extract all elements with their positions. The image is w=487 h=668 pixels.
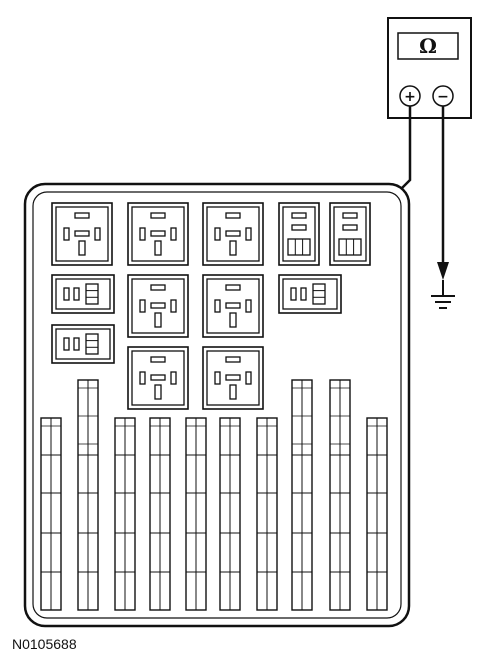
positive-terminal-label: + <box>404 89 416 105</box>
fuse-column-7 <box>256 417 278 611</box>
ohmmeter-display <box>397 32 459 60</box>
ohmmeter: Ω + − <box>387 17 472 119</box>
small-relay-1 <box>51 274 115 314</box>
ohm-symbol: Ω <box>419 34 437 58</box>
fuse-column-group <box>40 379 388 611</box>
fuse-column-1 <box>40 417 62 611</box>
large-relay-group <box>51 202 264 410</box>
large-relay-4 <box>127 274 189 338</box>
small-relay-5 <box>329 202 371 266</box>
fuse-column-5 <box>185 417 207 611</box>
fuse-column-8 <box>291 379 313 611</box>
fuse-column-6 <box>219 417 241 611</box>
negative-lead-arrow <box>437 262 449 280</box>
fuse-column-4 <box>149 417 171 611</box>
fuse-column-3 <box>114 417 136 611</box>
small-relay-group <box>51 202 371 364</box>
large-relay-2 <box>127 202 189 266</box>
fuse-column-10 <box>366 417 388 611</box>
large-relay-3 <box>202 202 264 266</box>
fuse-column-9 <box>329 379 351 611</box>
large-relay-7 <box>202 346 264 410</box>
fuse-column-2 <box>77 379 99 611</box>
large-relay-1 <box>51 202 113 266</box>
small-relay-3 <box>278 274 342 314</box>
large-relay-6 <box>127 346 189 410</box>
figure-id: N0105688 <box>12 636 77 652</box>
large-relay-5 <box>202 274 264 338</box>
small-relay-4 <box>278 202 320 266</box>
negative-terminal-label: − <box>437 89 449 105</box>
ground-icon <box>431 280 455 309</box>
small-relay-2 <box>51 324 115 364</box>
